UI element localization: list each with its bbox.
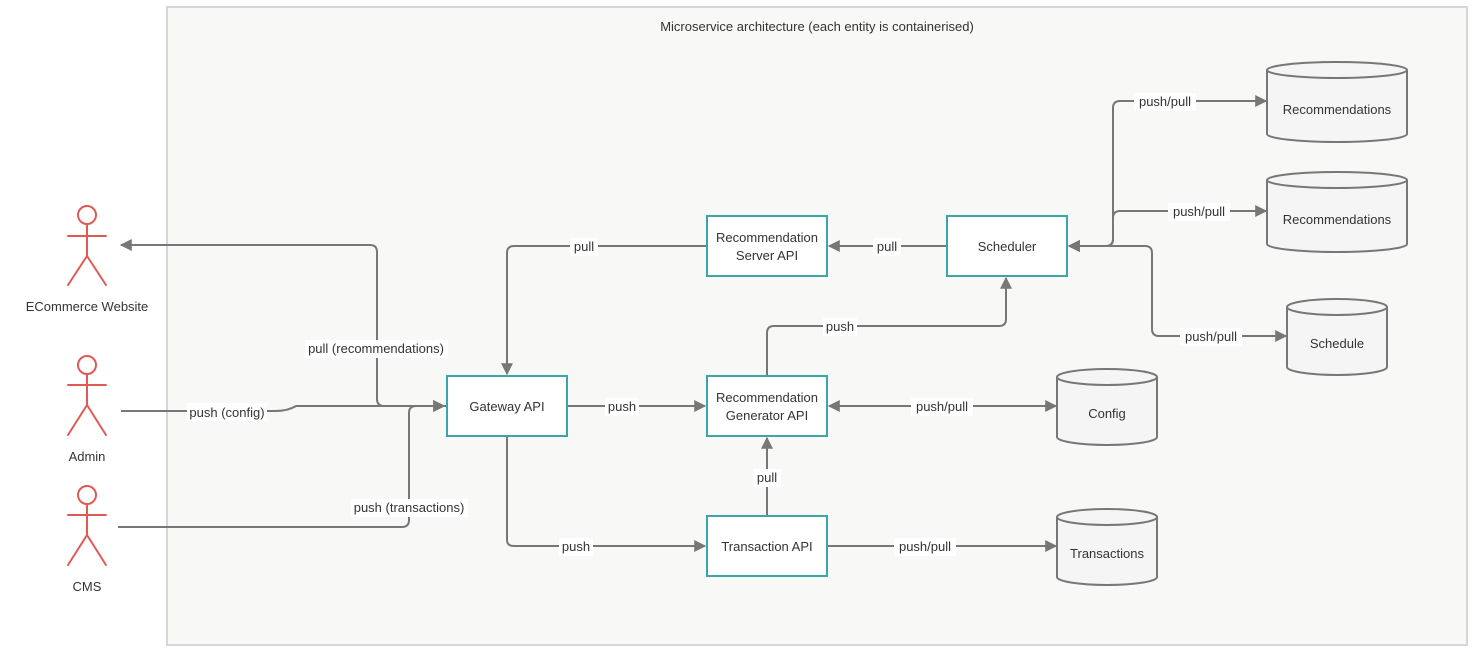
db-recommendations-1: Recommendations (1266, 61, 1408, 143)
label-gateway-generator: push (608, 399, 636, 414)
db-transactions-label: Transactions (1070, 546, 1144, 561)
service-scheduler: Scheduler (946, 215, 1068, 277)
edge-generator-scheduler (766, 276, 1012, 376)
edge-push-config (121, 400, 446, 412)
label-scheduler-rec2: push/pull (1173, 204, 1225, 219)
service-gateway-label: Gateway API (469, 399, 544, 414)
db-recommendations-1-label: Recommendations (1283, 102, 1392, 117)
label-pull-recommendations: pull (recommendations) (308, 341, 444, 356)
db-config-label: Config (1088, 406, 1126, 421)
label-server-gateway: pull (574, 239, 594, 254)
actor-ecommerce-label: ECommerce Website (26, 299, 149, 314)
label-scheduler-schedule: push/pull (1185, 329, 1237, 344)
db-recommendations-2-label: Recommendations (1283, 212, 1392, 227)
label-scheduler-server: pull (877, 239, 897, 254)
label-push-config: push (config) (189, 405, 264, 420)
edge-push-transactions (118, 400, 446, 528)
service-recommendation-generator-api: Recommendation Generator API (706, 375, 828, 437)
service-rec-generator-label-2: Generator API (726, 408, 808, 423)
label-generator-config: push/pull (916, 399, 968, 414)
service-scheduler-label: Scheduler (978, 239, 1037, 254)
actor-ecommerce: ECommerce Website (26, 205, 149, 314)
label-scheduler-rec1: push/pull (1139, 94, 1191, 109)
actor-admin-label: Admin (69, 449, 106, 464)
service-rec-server-label-1: Recommendation (716, 230, 818, 245)
service-transaction-label: Transaction API (721, 539, 812, 554)
actor-cms-label: CMS (73, 579, 102, 594)
db-schedule: Schedule (1286, 298, 1388, 376)
label-push-transactions: push (transactions) (354, 500, 465, 515)
label-transaction-generator: pull (757, 470, 777, 485)
db-transactions: Transactions (1056, 508, 1158, 586)
service-recommendation-server-api: Recommendation Server API (706, 215, 828, 277)
label-gateway-transaction: push (562, 539, 590, 554)
edge-gateway-transaction (506, 436, 707, 552)
container-title: Microservice architecture (each entity i… (660, 19, 974, 34)
db-schedule-label: Schedule (1310, 336, 1364, 351)
label-transaction-db: push/pull (899, 539, 951, 554)
service-rec-server-label-2: Server API (736, 248, 798, 263)
db-config: Config (1056, 368, 1158, 446)
actor-cms: CMS (67, 485, 107, 594)
actor-cms-icon (67, 485, 107, 566)
label-generator-scheduler: push (826, 319, 854, 334)
edge-scheduler-schedule (1067, 240, 1288, 342)
actor-admin-icon (67, 355, 107, 436)
service-rec-generator-label-1: Recommendation (716, 390, 818, 405)
actor-admin: Admin (67, 355, 107, 464)
edge-labels: pull (recommendations) push (config) pus… (187, 93, 1242, 556)
db-recommendations-2: Recommendations (1266, 171, 1408, 253)
service-transaction-api: Transaction API (706, 515, 828, 577)
edge-server-gateway (501, 245, 707, 376)
service-gateway-api: Gateway API (446, 375, 568, 437)
actor-ecommerce-icon (67, 205, 107, 286)
